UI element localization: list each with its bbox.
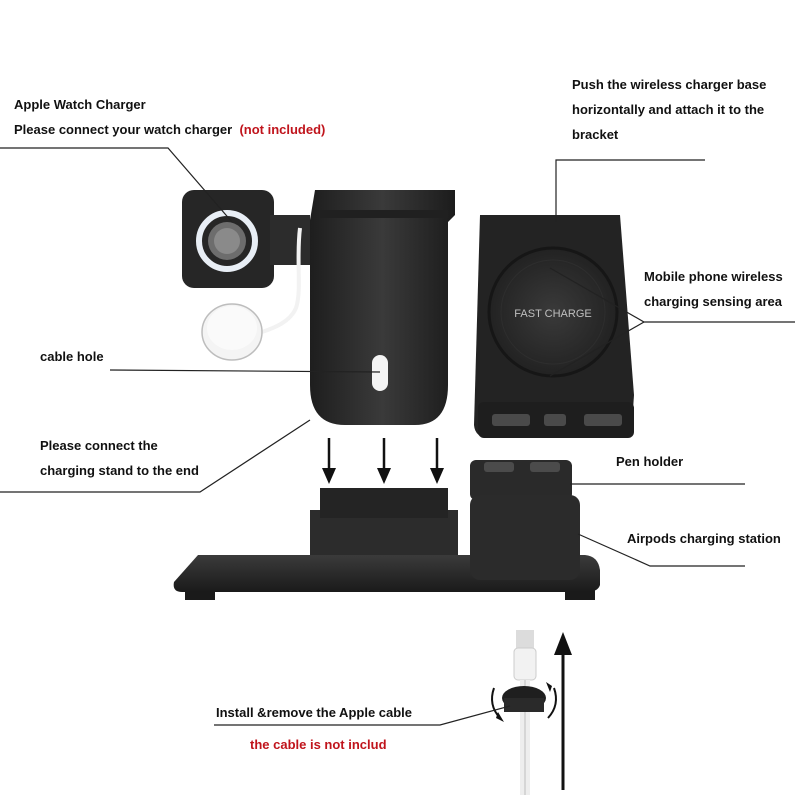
cable-hole-shape [372,355,388,391]
install-cable-label: Install &remove the Apple cable [216,705,413,720]
watch-charger-note: Please connect your watch charger (not i… [14,117,325,143]
airpods-station-shape [470,495,580,580]
fast-charge-text: FAST CHARGE [514,308,591,320]
watch-cradle [182,190,310,288]
not-included-text: (not included) [239,122,326,137]
usb-port [584,414,622,426]
stand-base [173,460,600,600]
watch-puck [201,227,302,361]
push-instruction-line2: horizontally and attach it to the [572,102,765,117]
watch-charger-title: Apple Watch Charger [14,97,146,112]
push-instruction-line1: Push the wireless charger base [572,77,767,92]
cable-hole-label: cable hole [40,349,104,364]
cable-not-included-label: the cable is not includ [250,737,387,752]
connect-stand-line1: Please connect the [40,438,158,453]
callout-lines [0,147,795,726]
rotate-arrow-icon [547,687,557,719]
usb-port [492,414,530,426]
usb-port [544,414,566,426]
connect-stand-line2: charging stand to the end [40,463,199,478]
down-arrows [322,438,444,484]
push-instruction-line3: bracket [572,127,619,142]
stand-upright [310,190,455,425]
watch-connect-text: Please connect your watch charger [14,122,233,137]
airpods-station-label: Airpods charging station [627,531,781,546]
sensing-area-line2: charging sensing area [644,294,782,309]
sensing-area-line1: Mobile phone wireless [644,269,783,284]
pen-holder-label: Pen holder [616,454,684,469]
cable-demo [491,630,572,795]
wireless-charger: FAST CHARGE [474,215,634,438]
